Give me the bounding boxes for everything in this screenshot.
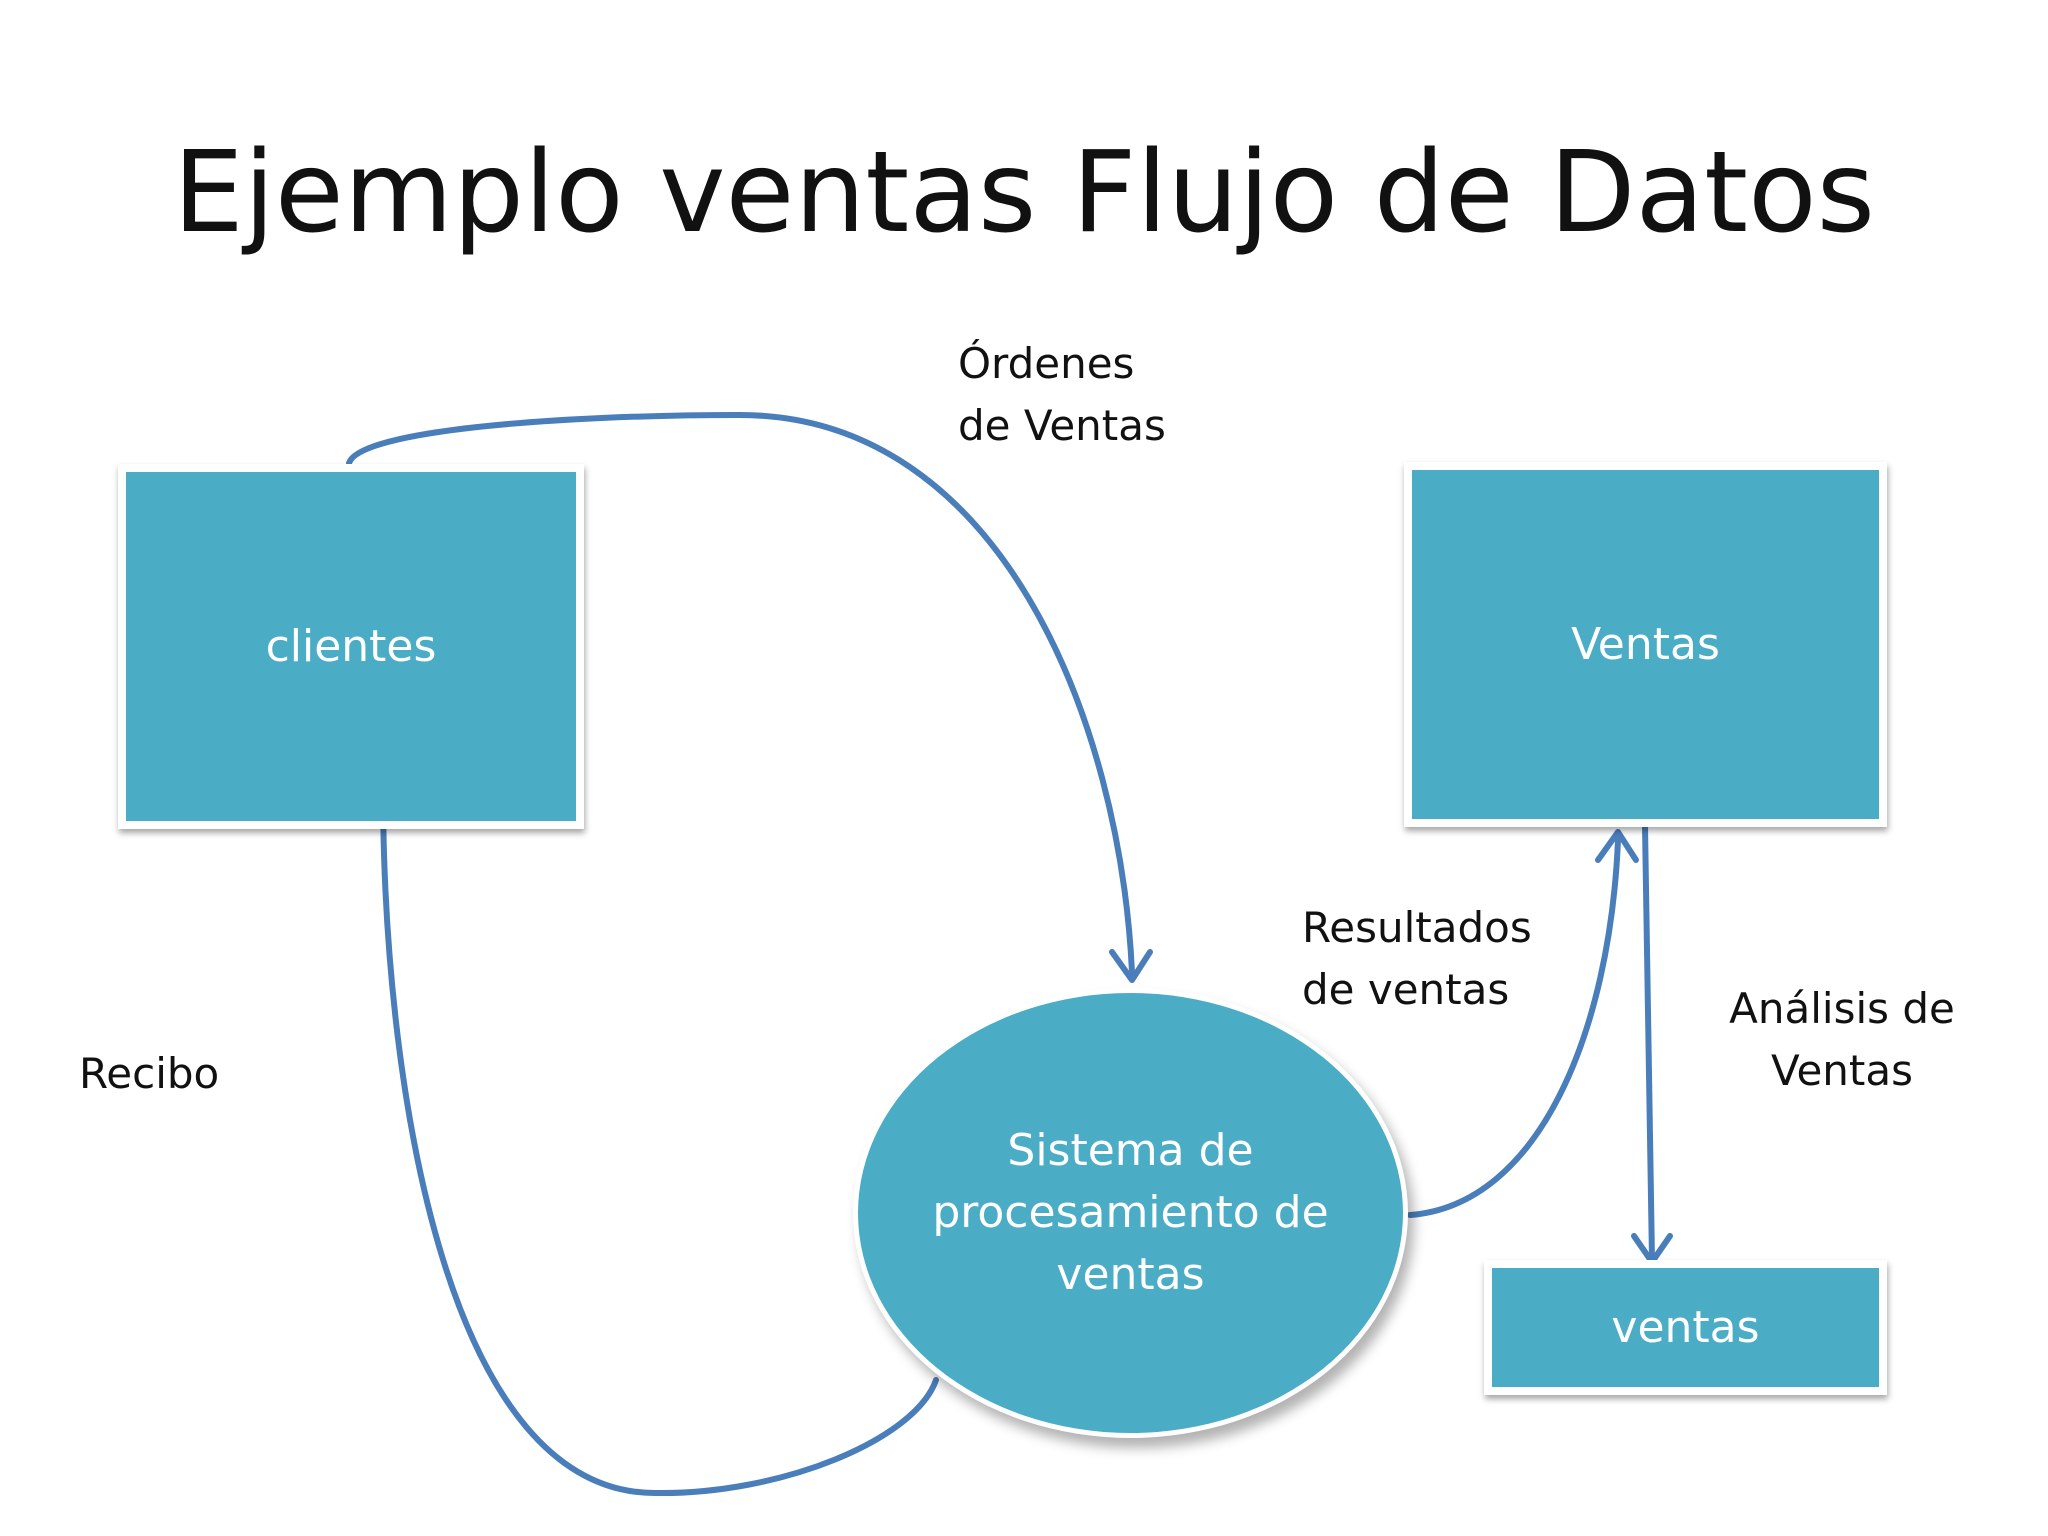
- arrowhead-ordenes: [1109, 949, 1153, 983]
- label-analisis-line1: Análisis de: [1729, 984, 1955, 1033]
- label-resultados-line1: Resultados: [1302, 903, 1532, 952]
- label-resultados-de-ventas: Resultados de ventas: [1302, 897, 1532, 1021]
- entity-ventas: Ventas: [1404, 462, 1887, 827]
- process-label: Sistema de procesamiento de ventas: [932, 1125, 1329, 1300]
- entity-clientes: clientes: [118, 464, 584, 829]
- data-store-ventas: ventas: [1484, 1260, 1887, 1395]
- arrow-ordenes-de-ventas: [346, 412, 1135, 975]
- label-recibo: Recibo: [79, 1049, 220, 1098]
- arrow-recibo: [380, 797, 939, 1497]
- label-analisis-de-ventas: Análisis de Ventas: [1722, 978, 1962, 1102]
- label-analisis-line2: Ventas: [1770, 1046, 1914, 1095]
- label-ordenes-line1: Órdenes: [958, 339, 1135, 388]
- label-ordenes-line2: de Ventas: [958, 401, 1166, 450]
- entity-ventas-label: Ventas: [1571, 619, 1720, 670]
- data-store-ventas-label: ventas: [1611, 1302, 1760, 1353]
- label-ordenes-de-ventas: Órdenes de Ventas: [958, 333, 1166, 457]
- arrow-resultados-de-ventas: [1407, 837, 1621, 1218]
- slide-title: Ejemplo ventas Flujo de Datos: [173, 128, 1875, 258]
- process-sistema-de-procesamiento: Sistema de procesamiento de ventas: [853, 988, 1408, 1438]
- arrow-analisis-de-ventas: [1642, 823, 1655, 1263]
- entity-clientes-label: clientes: [265, 621, 437, 672]
- arrowhead-resultados: [1595, 829, 1639, 863]
- label-resultados-line2: de ventas: [1302, 965, 1510, 1014]
